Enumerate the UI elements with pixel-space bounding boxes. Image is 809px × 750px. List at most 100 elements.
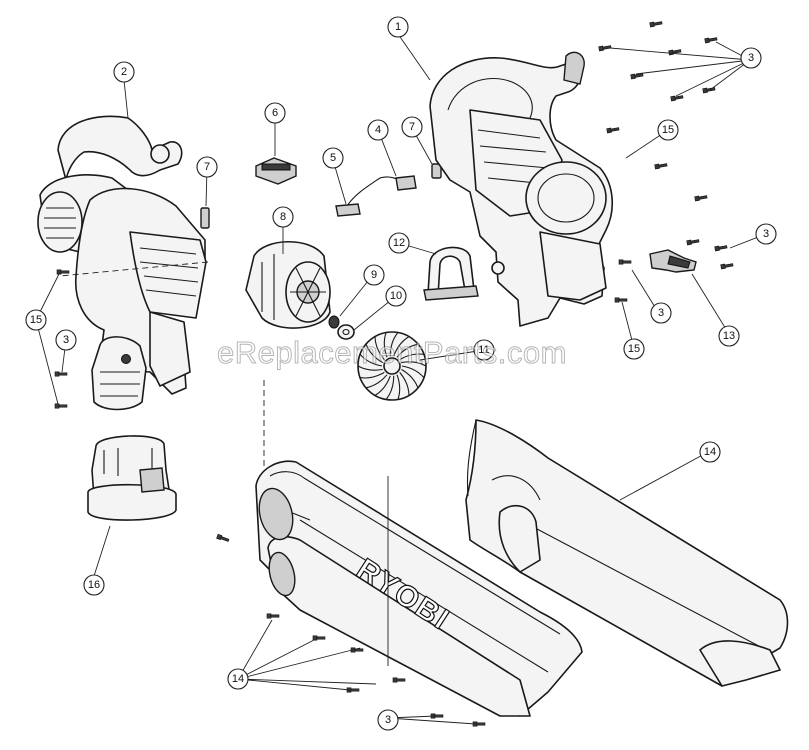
callout-8: 8 (272, 206, 294, 228)
watermark-text: eReplacementParts.com (217, 335, 567, 371)
callout-12: 12 (388, 232, 410, 254)
callout-3-top-right: 3 (740, 47, 762, 69)
callout-10: 10 (385, 285, 407, 307)
impeller-blade (359, 371, 385, 379)
svg-text:5: 5 (330, 152, 336, 164)
svg-text:10: 10 (390, 290, 402, 302)
impeller-blade (396, 343, 419, 358)
callout-3-bottom: 3 (377, 709, 399, 731)
screw (654, 163, 668, 170)
svg-text:15: 15 (628, 343, 640, 355)
part-11-impeller (357, 331, 427, 401)
screw (686, 239, 700, 246)
part-8-motor (245, 240, 331, 329)
part-13-trigger (649, 249, 697, 273)
part-9-washer (328, 315, 340, 329)
svg-text:15: 15 (662, 124, 674, 136)
callout-15-left: 15 (25, 309, 47, 331)
svg-text:13: 13 (723, 330, 735, 342)
impeller-blade (357, 365, 383, 371)
svg-text:3: 3 (63, 334, 69, 346)
svg-text:7: 7 (204, 161, 210, 173)
part-6-switch (255, 157, 297, 185)
screw (606, 127, 620, 134)
impeller-blade (401, 368, 419, 389)
svg-text:11: 11 (478, 344, 489, 356)
screw (714, 245, 728, 252)
part-2-left-housing (37, 115, 207, 411)
svg-text:3: 3 (385, 714, 391, 726)
callout-7-right: 7 (401, 116, 423, 138)
screw (56, 269, 70, 275)
callout-11: 11 (473, 339, 495, 361)
svg-text:2: 2 (121, 66, 127, 78)
callout-5: 5 (322, 147, 344, 169)
svg-text:14: 14 (704, 446, 716, 458)
callout-7-left: 7 (196, 156, 218, 178)
impeller-blade (374, 336, 385, 360)
screw (392, 677, 406, 683)
impeller-blade (359, 353, 383, 367)
screw (266, 613, 280, 619)
callout-6: 6 (264, 102, 286, 124)
svg-text:3: 3 (763, 228, 769, 240)
screw (694, 195, 708, 202)
svg-text:1: 1 (395, 21, 401, 33)
svg-text:9: 9 (371, 269, 377, 281)
screw (312, 635, 326, 641)
screw (720, 263, 734, 270)
part-14-upper-tube (465, 419, 789, 687)
impeller-blade (365, 374, 388, 389)
screw (614, 297, 628, 303)
callout-16: 16 (83, 574, 105, 596)
screw (216, 533, 230, 542)
impeller-blade (374, 375, 391, 396)
svg-text:7: 7 (409, 121, 415, 133)
screw (598, 45, 612, 52)
screw (54, 403, 68, 409)
part-5-wiring (335, 175, 417, 217)
impeller-blade (385, 375, 395, 400)
part-10-washer (337, 324, 355, 340)
svg-text:3: 3 (658, 307, 664, 319)
callout-9: 9 (363, 264, 385, 286)
svg-text:16: 16 (88, 579, 100, 591)
screw (618, 259, 632, 265)
svg-text:3: 3 (748, 52, 754, 64)
callout-14-left: 14 (227, 668, 249, 690)
callout-15-center: 15 (623, 338, 645, 360)
impeller-blade (401, 365, 425, 379)
impeller-blade (393, 336, 410, 357)
callout-4: 4 (367, 119, 389, 141)
callout-3-right: 3 (755, 223, 777, 245)
part-14-lower-tube: RYOBI (255, 460, 583, 717)
part-16-collar (87, 435, 177, 521)
callout-3-center: 3 (650, 302, 672, 324)
svg-text:14: 14 (232, 673, 244, 685)
part-7-right-pin (431, 163, 442, 179)
screw (670, 95, 684, 102)
impeller-blade (399, 353, 425, 361)
impeller-blade (399, 372, 410, 396)
svg-text:15: 15 (30, 314, 42, 326)
impeller-blade (383, 332, 388, 358)
svg-text:8: 8 (280, 211, 286, 223)
svg-text:12: 12 (393, 237, 405, 249)
screw (702, 87, 716, 94)
part-7-left-pin (200, 207, 210, 229)
screw (54, 371, 68, 377)
callout-15-top: 15 (657, 119, 679, 141)
part-1-right-housing (429, 51, 614, 327)
alignment-dashed-line (59, 261, 265, 470)
screw (649, 21, 663, 28)
callout-2: 2 (113, 61, 135, 83)
svg-text:4: 4 (375, 124, 381, 136)
callout-1: 1 (387, 16, 409, 38)
callouts: 1 2 3 3 3 3 3 4 5 6 7 7 8 9 10 11 12 13 … (25, 16, 777, 731)
impeller-blade (396, 374, 401, 400)
impeller-blade (389, 332, 399, 357)
callout-13: 13 (718, 325, 740, 347)
svg-text:6: 6 (272, 107, 278, 119)
impeller-blade (401, 361, 427, 367)
